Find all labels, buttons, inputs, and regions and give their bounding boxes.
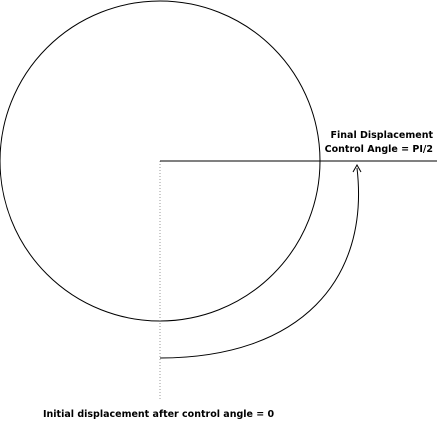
initial-label: Initial displacement after control angle… — [43, 409, 275, 420]
final-label-line1: Final Displacement — [331, 130, 434, 141]
rotation-arc — [159, 167, 359, 359]
final-label-line2: Control Angle = PI/2 — [325, 144, 433, 155]
arrow-head-icon — [352, 163, 362, 173]
